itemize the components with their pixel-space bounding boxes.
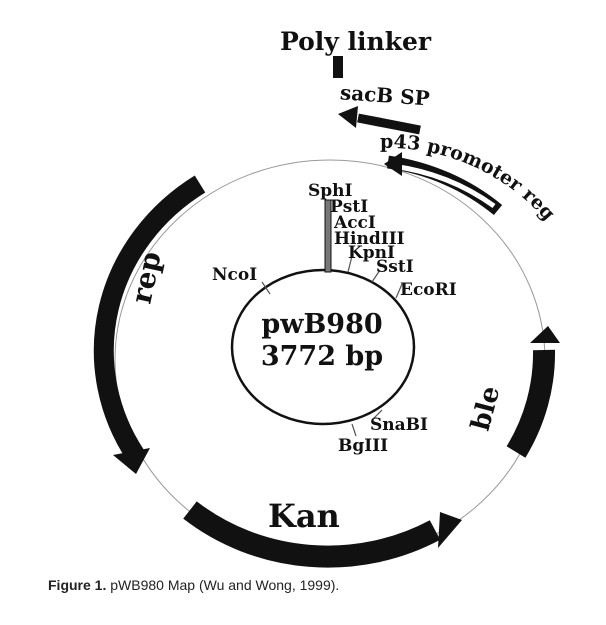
site-ssti: SstI bbox=[376, 257, 414, 277]
plasmid-map: Poly linker sacB SP p43 promoter region … bbox=[0, 0, 560, 568]
poly-linker-block bbox=[333, 56, 343, 78]
site-ncoi: NcoI bbox=[212, 265, 257, 285]
kpni-tick bbox=[347, 255, 353, 273]
site-sphi: SphI bbox=[308, 181, 353, 201]
poly-linker-label: Poly linker bbox=[280, 27, 432, 56]
sacb-sp-label: sacB SP bbox=[339, 80, 430, 110]
bglii-tick bbox=[351, 423, 357, 437]
site-hindiii: HindIII bbox=[334, 229, 405, 249]
site-ecori: EcoRI bbox=[400, 280, 457, 300]
plasmid-name: pwB980 bbox=[261, 309, 382, 340]
figure-caption: Figure 1. pWB980 Map (Wu and Wong, 1999)… bbox=[48, 577, 588, 593]
kan-arrow bbox=[183, 501, 462, 568]
ssti-tick bbox=[371, 269, 381, 283]
site-psti: PstI bbox=[330, 197, 368, 217]
caption-text: pWB980 Map (Wu and Wong, 1999). bbox=[110, 577, 340, 593]
plasmid-size: 3772 bp bbox=[261, 341, 383, 372]
site-acci: AccI bbox=[333, 213, 376, 233]
sacb-sp-arrow bbox=[338, 106, 421, 135]
kan-label: Kan bbox=[268, 497, 340, 535]
snabi-tick bbox=[373, 409, 383, 419]
ncoi-tick bbox=[261, 281, 271, 295]
site-kpni: KpnI bbox=[348, 243, 395, 263]
caption-label: Figure 1. bbox=[48, 577, 107, 593]
ble-arrow bbox=[506, 326, 560, 458]
inner-circle bbox=[230, 268, 416, 426]
rep-arrow bbox=[93, 175, 206, 474]
p43-promoter-arrow bbox=[384, 152, 503, 216]
site-bglii: BgIII bbox=[338, 436, 388, 456]
site-snabi: SnaBI bbox=[370, 415, 428, 435]
ble-label: ble bbox=[466, 383, 507, 434]
ecori-tick bbox=[395, 283, 403, 299]
mcs-bar bbox=[324, 199, 332, 273]
